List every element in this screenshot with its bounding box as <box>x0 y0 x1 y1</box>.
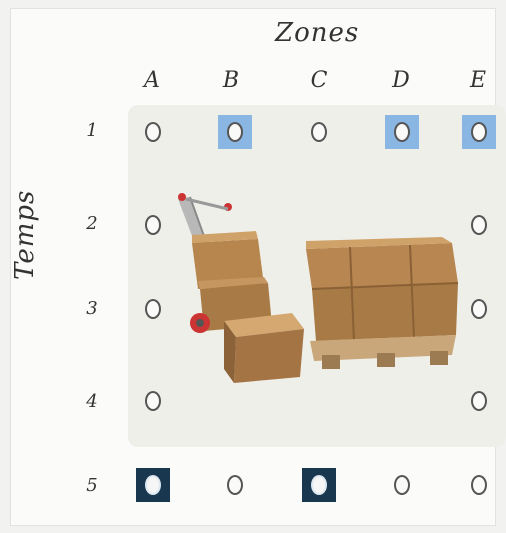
circle-marker <box>145 122 161 142</box>
circle-marker <box>227 475 243 495</box>
circle-marker <box>471 299 487 319</box>
circle-marker <box>145 299 161 319</box>
row-label-1: 1 <box>80 120 104 141</box>
circle-marker <box>227 122 243 142</box>
circle-marker <box>145 215 161 235</box>
column-label-e: E <box>463 68 493 93</box>
circle-marker <box>145 391 161 411</box>
zone-cell-a5 <box>136 468 170 502</box>
circle-marker <box>471 391 487 411</box>
column-label-c: C <box>304 68 334 93</box>
circle-marker <box>471 215 487 235</box>
hand-truck-and-pallet-of-boxes-illustration <box>172 185 462 385</box>
circle-marker <box>471 122 487 142</box>
circle-marker <box>311 122 327 142</box>
row-label-2: 2 <box>80 213 104 234</box>
zone-cell-e4 <box>462 384 496 418</box>
circle-marker <box>394 475 410 495</box>
row-label-4: 4 <box>80 391 104 412</box>
zone-cell-b1 <box>218 115 252 149</box>
zone-cell-e5 <box>462 468 496 502</box>
column-label-b: B <box>216 68 246 93</box>
circle-marker <box>471 475 487 495</box>
zone-cell-b5 <box>218 468 252 502</box>
zone-cell-a4 <box>136 384 170 418</box>
zone-cell-a3 <box>136 292 170 326</box>
zone-cell-c5 <box>302 468 336 502</box>
circle-marker <box>145 475 161 495</box>
zone-cell-a1 <box>136 115 170 149</box>
zone-cell-e3 <box>462 292 496 326</box>
column-label-d: D <box>386 68 416 93</box>
zone-cell-a2 <box>136 208 170 242</box>
row-label-3: 3 <box>80 298 104 319</box>
zone-cell-d5 <box>385 468 419 502</box>
zone-cell-e1 <box>462 115 496 149</box>
circle-marker <box>311 475 327 495</box>
circle-marker <box>394 122 410 142</box>
zone-cell-c1 <box>302 115 336 149</box>
diagram-title: Zones <box>275 18 359 48</box>
row-label-5: 5 <box>80 475 104 496</box>
zone-cell-d1 <box>385 115 419 149</box>
zone-cell-e2 <box>462 208 496 242</box>
y-axis-label: Temps <box>10 190 40 280</box>
column-label-a: A <box>137 68 167 93</box>
